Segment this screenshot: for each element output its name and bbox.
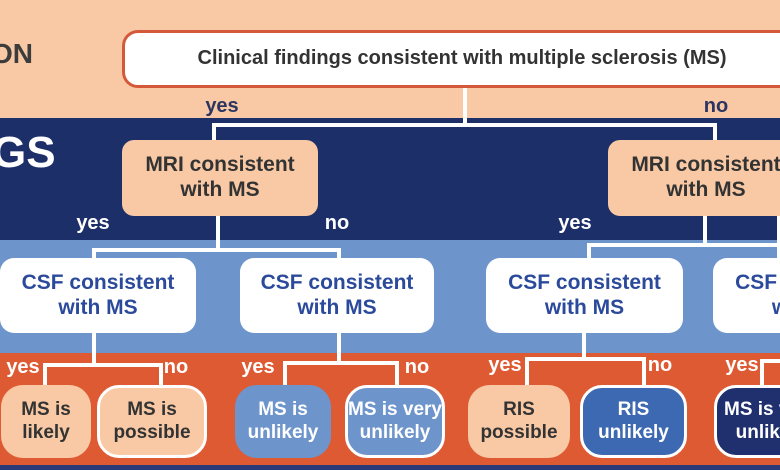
connector-line xyxy=(760,359,780,363)
root-node-clinical-findings: Clinical findings consistent with multip… xyxy=(122,30,780,88)
edge-label-no: no xyxy=(703,95,729,117)
outcome-node-ms-possible: MS is possible xyxy=(97,385,207,458)
csf-node-2: CSF consistent with MS xyxy=(240,258,434,333)
connector-line xyxy=(525,357,646,361)
root-node-text: Clinical findings consistent with multip… xyxy=(197,47,727,70)
csf-node-1: CSF consistent with MS xyxy=(0,258,196,333)
connector-line xyxy=(760,361,764,387)
outcome-node-ms-very-unlikely: MS is very unlikely xyxy=(345,385,445,458)
edge-label-yes: yes xyxy=(488,354,522,376)
connector-line xyxy=(642,359,646,387)
connector-line xyxy=(587,245,591,260)
edge-label-yes: yes xyxy=(76,212,110,234)
outcome-node-ms-likely: MS is likely xyxy=(1,385,91,458)
connector-line xyxy=(463,85,467,127)
connector-line xyxy=(283,363,287,387)
connector-line xyxy=(777,214,780,260)
edge-label-yes: yes xyxy=(205,95,239,117)
connector-line xyxy=(43,363,163,367)
edge-label-no: no xyxy=(404,356,430,378)
connector-line xyxy=(92,248,341,252)
edge-label-yes: yes xyxy=(558,212,592,234)
row-label-presentation: ON xyxy=(0,38,33,69)
mri-node-left: MRI consistent with MS xyxy=(122,140,318,216)
outcome-node-ris-unlikely: RIS unlikely xyxy=(580,385,687,458)
edge-label-yes: yes xyxy=(725,354,759,376)
connector-line xyxy=(713,125,717,142)
footer-strip xyxy=(0,465,780,470)
connector-line xyxy=(582,331,586,361)
edge-label-no: no xyxy=(163,356,189,378)
connector-line xyxy=(212,123,717,127)
outcome-node-ms-unlikely: MS is unlikely xyxy=(235,385,331,458)
connector-line xyxy=(212,125,216,142)
outcome-node-ris-possible: RIS possible xyxy=(468,385,570,458)
csf-node-3: CSF consistent with MS xyxy=(486,258,683,333)
connector-line xyxy=(587,243,780,247)
connector-line xyxy=(159,365,163,387)
connector-line xyxy=(337,331,341,365)
connector-line xyxy=(216,214,220,250)
mri-node-right: MRI consistent with MS xyxy=(608,140,780,216)
edge-label-no: no xyxy=(647,354,673,376)
connector-line xyxy=(43,365,47,387)
edge-label-no: no xyxy=(324,212,350,234)
edge-label-yes: yes xyxy=(241,356,275,378)
connector-line xyxy=(92,331,96,367)
connector-line xyxy=(395,363,399,387)
outcome-node-ms-very-unlikely-2: MS is very unlikely xyxy=(714,385,780,458)
edge-label-yes: yes xyxy=(6,356,40,378)
connector-line xyxy=(703,214,707,245)
connector-line xyxy=(525,359,529,387)
row-label-mri-findings: GS xyxy=(0,128,56,177)
csf-node-4: CSF consistent with MS xyxy=(713,258,780,333)
connector-line xyxy=(283,361,399,365)
connector-line xyxy=(92,250,96,262)
connector-line xyxy=(337,250,341,262)
